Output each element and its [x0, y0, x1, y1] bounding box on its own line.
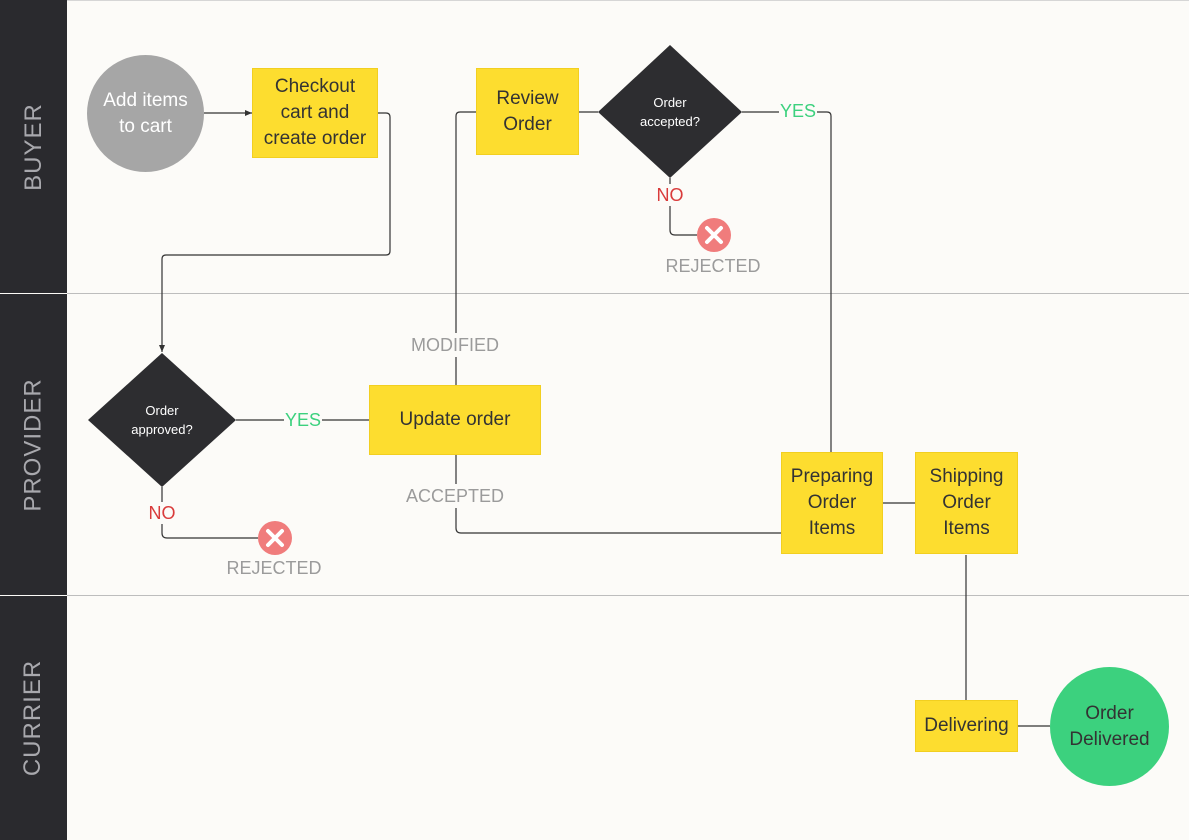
label-accepted-no: NO [656, 185, 684, 205]
decision-order-approved: Order approved? [112, 390, 212, 450]
decision-order-accepted-label: Order accepted? [640, 95, 700, 129]
label-rejected-buyer: REJECTED [665, 256, 761, 276]
decision-order-accepted-shape [598, 45, 742, 178]
end-order-delivered-label: Order Delivered [1069, 702, 1150, 750]
lane-header-provider [0, 294, 67, 595]
task-preparing-items: Preparing Order Items [781, 452, 883, 554]
lane-divider-buyer-provider [67, 293, 1189, 294]
label-approved-yes: YES [284, 410, 322, 430]
connector-modified-to-review [455, 111, 476, 333]
task-delivering: Delivering [915, 700, 1018, 752]
lane-header-buyer [0, 0, 67, 293]
task-update-order: Update order [369, 385, 541, 455]
lane-header-currier [0, 596, 67, 840]
top-border [67, 0, 1189, 1]
connector-accepted-yes-down [817, 111, 832, 452]
lane-divider-provider-currier [67, 595, 1189, 596]
start-add-items-label: Add items to cart [103, 89, 188, 137]
task-update-order-label: Update order [399, 409, 511, 430]
label-modified: MODIFIED [411, 335, 499, 355]
task-checkout: Checkout cart and create order [252, 68, 378, 158]
label-rejected-provider: REJECTED [226, 558, 322, 578]
task-delivering-label: Delivering [924, 715, 1009, 736]
decision-order-approved-label: Order approved? [131, 403, 193, 437]
task-shipping-items-label: Shipping Order Items [929, 466, 1004, 539]
end-order-delivered: Order Delivered [1050, 667, 1169, 786]
label-accepted-yes: YES [779, 101, 817, 121]
connector-checkout-to-approval [159, 112, 391, 352]
label-accepted: ACCEPTED [405, 486, 505, 506]
close-circle-icon [697, 218, 731, 252]
start-add-items: Add items to cart [87, 55, 204, 172]
connector-accepted-no-to-reject [669, 206, 697, 236]
task-review-order-label: Review Order [496, 87, 559, 135]
task-shipping-items: Shipping Order Items [915, 452, 1018, 554]
decision-order-approved-shape [88, 353, 236, 487]
decision-order-accepted: Order accepted? [620, 82, 720, 142]
connector-accepted-to-preparing [455, 508, 781, 534]
task-review-order: Review Order [476, 68, 579, 155]
task-preparing-items-label: Preparing Order Items [790, 466, 874, 539]
close-circle-icon [258, 521, 292, 555]
task-checkout-label: Checkout cart and create order [263, 76, 367, 149]
connector-approved-no-to-reject [161, 524, 258, 539]
label-approved-no: NO [148, 503, 176, 523]
